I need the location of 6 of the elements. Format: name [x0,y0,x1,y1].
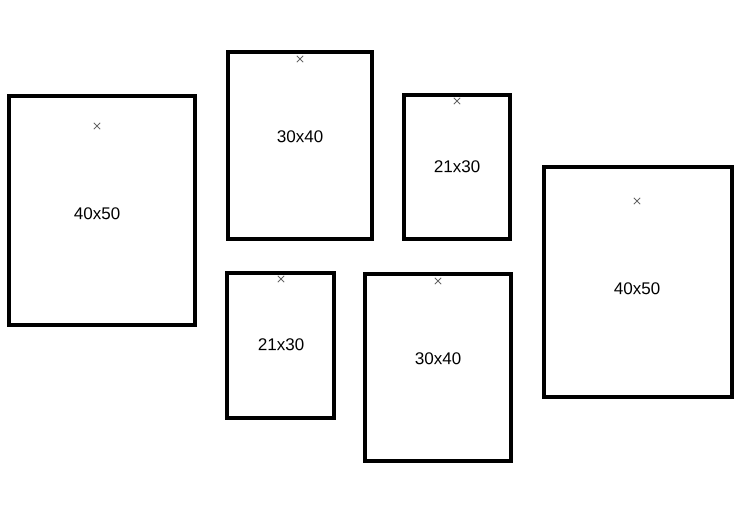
picture-frame: 40x50 [542,165,734,399]
picture-frame: 30x40 [363,272,513,463]
picture-frame: 21x30 [225,271,336,420]
picture-frame: 30x40 [226,50,374,241]
picture-frame: 21x30 [402,93,512,241]
picture-frame: 40x50 [7,94,197,327]
